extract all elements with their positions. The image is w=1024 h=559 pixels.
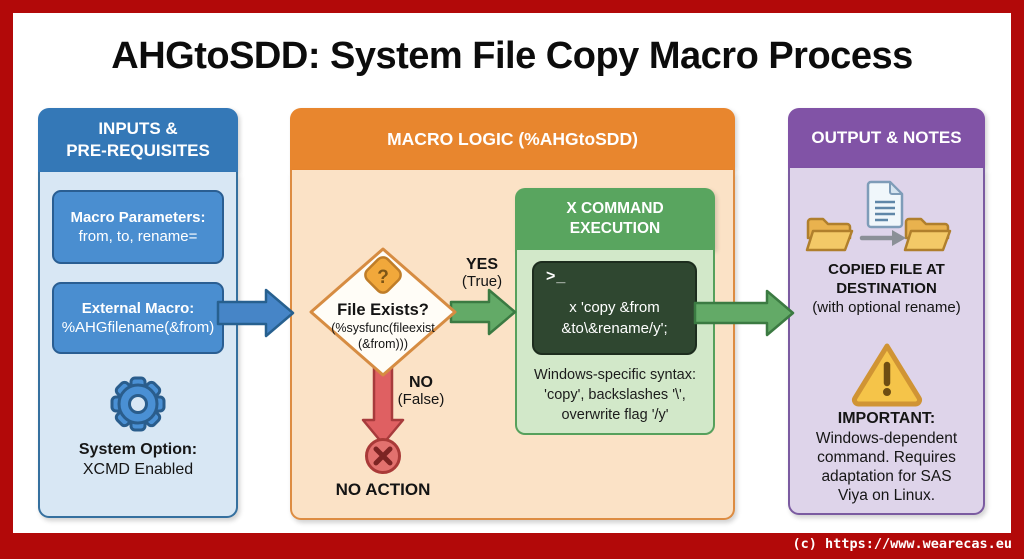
logic-header-label: MACRO LOGIC (%AHGtoSDD) xyxy=(387,128,638,149)
important-note: IMPORTANT: Windows-dependent command. Re… xyxy=(788,408,985,505)
system-option-value: XCMD Enabled xyxy=(82,461,194,478)
macro-parameters-value: from, to, rename= xyxy=(78,228,198,245)
exec-header-line1: X COMMAND xyxy=(566,200,664,217)
inputs-header-line1: INPUTS & xyxy=(98,119,178,138)
system-option-label: System Option: xyxy=(78,441,198,458)
code-line1: x 'copy &from xyxy=(569,299,660,316)
no-label: NO xyxy=(409,374,433,391)
inputs-column: INPUTS & PRE-REQUISITES Macro Parameters… xyxy=(38,108,238,518)
external-macro-value: %AHGfilename(&from) xyxy=(61,319,215,336)
yes-sublabel: (True) xyxy=(461,273,503,290)
macro-parameters-box: Macro Parameters: from, to, rename= xyxy=(52,190,224,264)
decision-label: File Exists? (%sysfunc(fileexist (&from)… xyxy=(303,300,463,352)
inputs-header: INPUTS & PRE-REQUISITES xyxy=(38,108,238,172)
yes-label: YES xyxy=(465,256,498,273)
destination-folder-icon xyxy=(903,217,952,252)
exec-header: X COMMAND EXECUTION xyxy=(515,188,715,250)
output-header: OUTPUT & NOTES xyxy=(788,108,985,168)
decision-question: File Exists? xyxy=(337,301,429,319)
result-line2: DESTINATION xyxy=(836,280,937,297)
copied-file-result: COPIED FILE AT DESTINATION (with optiona… xyxy=(788,260,985,317)
windows-syntax-note: Windows-specific syntax: 'copy', backsla… xyxy=(517,365,713,425)
output-header-label: OUTPUT & NOTES xyxy=(811,128,962,147)
result-line3: (with optional rename) xyxy=(812,299,961,316)
yes-branch-label: YES (True) xyxy=(445,256,519,290)
terminal-prompt-icon: >_ xyxy=(546,268,567,285)
gear-icon xyxy=(110,376,166,432)
decision-code-line1: (%sysfunc(fileexist xyxy=(331,321,435,335)
macro-parameters-label: Macro Parameters: xyxy=(70,209,206,226)
important-line1: Windows-dependent xyxy=(815,430,958,447)
syntax-note-line3: overwrite flag '/y' xyxy=(561,407,669,423)
exec-header-line2: EXECUTION xyxy=(569,220,661,237)
decision-code-line2: (&from))) xyxy=(358,337,408,351)
terminal-window: >_ x 'copy &from &to\&rename/y'; xyxy=(532,261,697,355)
result-line1: COPIED FILE AT xyxy=(828,261,945,278)
x-command-code: x 'copy &from &to\&rename/y'; xyxy=(534,297,695,339)
important-label: IMPORTANT: xyxy=(837,410,936,427)
copyright-text: (c) https://www.wearecas.eu xyxy=(792,536,1012,552)
external-macro-label: External Macro: xyxy=(81,300,195,317)
no-sublabel: (False) xyxy=(397,391,445,408)
system-option: System Option: XCMD Enabled xyxy=(38,440,238,480)
external-macro-box: External Macro: %AHGfilename(&from) xyxy=(52,282,224,354)
syntax-note-line2: 'copy', backslashes '\', xyxy=(544,387,686,403)
exec-body-panel: >_ x 'copy &from &to\&rename/y'; Windows… xyxy=(515,250,715,435)
no-branch-label: NO (False) xyxy=(384,374,458,408)
diagram-title: AHGtoSDD: System File Copy Macro Process xyxy=(111,35,913,77)
logic-header: MACRO LOGIC (%AHGtoSDD) xyxy=(290,108,735,170)
no-action-label: NO ACTION xyxy=(335,480,431,499)
document-icon xyxy=(866,180,904,229)
code-line2: &to\&rename/y'; xyxy=(561,320,668,337)
warning-icon xyxy=(852,343,922,407)
inputs-header-line2: PRE-REQUISITES xyxy=(66,141,210,160)
file-copy-icon xyxy=(805,180,952,252)
x-command-execution-box: X COMMAND EXECUTION >_ x 'copy &from &to… xyxy=(515,188,715,435)
important-line3: adaptation for SAS xyxy=(821,468,952,485)
diagram-canvas: AHGtoSDD: System File Copy Macro Process… xyxy=(13,13,1011,533)
syntax-note-line1: Windows-specific syntax: xyxy=(534,367,696,383)
source-folder-icon xyxy=(805,217,854,252)
important-line4: Viya on Linux. xyxy=(837,487,936,504)
output-column: OUTPUT & NOTES xyxy=(788,108,985,515)
important-line2: command. Requires xyxy=(817,449,956,466)
transfer-arrow-icon xyxy=(859,230,906,246)
